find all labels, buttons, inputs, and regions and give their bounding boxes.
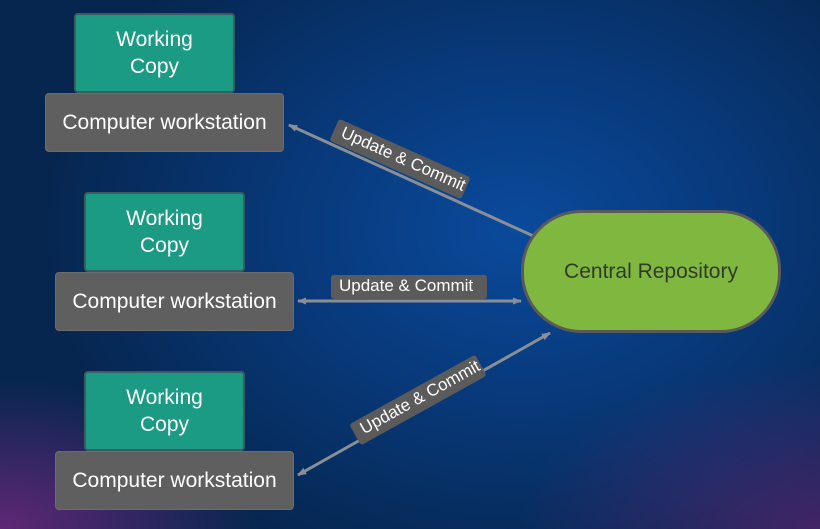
computer-workstation-node-3: Computer workstation [55,451,294,510]
working-copy-node-2: Working Copy [84,192,245,272]
computer-workstation-node-2: Computer workstation [55,272,294,331]
connector-1 [288,123,541,241]
computer-workstation-node-1: Computer workstation [45,93,284,152]
central-repository-node: Central Repository [521,210,781,333]
working-copy-node-1: Working Copy [74,13,235,93]
working-copy-node-3: Working Copy [84,371,245,451]
connection-label-2: Update & Commit [331,275,487,299]
